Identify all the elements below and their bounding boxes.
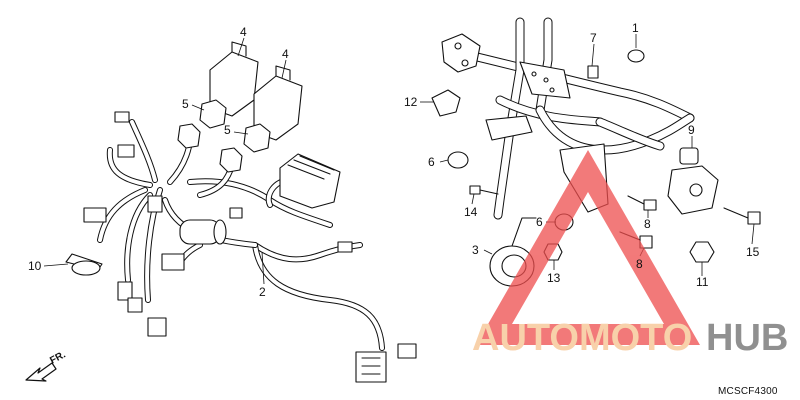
callout-13: 13 bbox=[547, 271, 561, 285]
callout-6: 6 bbox=[428, 155, 435, 169]
front-direction-label: FR. bbox=[48, 349, 68, 366]
callout-5: 5 bbox=[182, 97, 189, 111]
callout-4: 4 bbox=[282, 47, 289, 61]
watermark-text-light: AUTOMOTO bbox=[472, 317, 692, 359]
relay-group bbox=[177, 41, 303, 173]
callout-15: 15 bbox=[746, 245, 760, 259]
callout-8: 8 bbox=[644, 217, 651, 231]
watermark: AUTOMOTO HUB bbox=[472, 150, 788, 359]
callout-9: 9 bbox=[688, 123, 695, 137]
leader-lines bbox=[43, 34, 755, 285]
front-direction-indicator: FR. bbox=[25, 349, 68, 382]
callout-5: 5 bbox=[224, 123, 231, 137]
callout-8: 8 bbox=[636, 257, 643, 271]
watermark-triangle bbox=[476, 150, 700, 345]
callout-3: 3 bbox=[472, 243, 479, 257]
callout-14: 14 bbox=[464, 205, 478, 219]
callout-labels: 4 4 5 5 10 2 1 7 12 6 14 3 6 13 9 8 8 11… bbox=[28, 21, 760, 299]
callout-11: 11 bbox=[696, 275, 709, 289]
callout-10: 10 bbox=[28, 259, 42, 273]
callout-4: 4 bbox=[240, 25, 247, 39]
callout-7: 7 bbox=[590, 31, 597, 45]
callout-2: 2 bbox=[259, 285, 266, 299]
callout-1: 1 bbox=[632, 21, 639, 35]
callout-6: 6 bbox=[536, 215, 543, 229]
wire-harness bbox=[65, 111, 417, 383]
callout-12: 12 bbox=[404, 95, 418, 109]
diagram-code: MCSCF4300 bbox=[718, 386, 778, 397]
watermark-text-dark: HUB bbox=[706, 317, 788, 359]
front-arrow-icon bbox=[25, 362, 57, 382]
frame-assembly bbox=[431, 17, 761, 287]
